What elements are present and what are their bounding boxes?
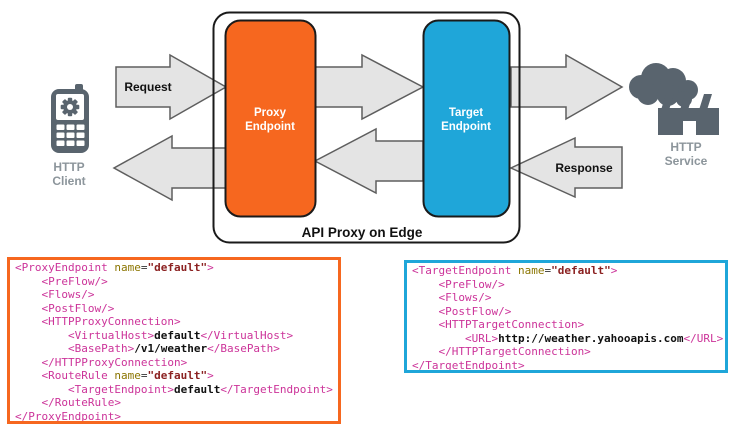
target-endpoint-box <box>422 19 511 218</box>
gear-icon <box>60 97 80 117</box>
code-line: <PreFlow/> <box>15 274 108 288</box>
code-line: <Flows/> <box>412 291 492 304</box>
code-line: <ProxyEndpoint name="default"> <box>15 261 214 274</box>
target-endpoint-xml-code: <TargetEndpoint name="default"> <PreFlow… <box>404 260 728 373</box>
smoke-cloud-icon <box>629 63 698 107</box>
code-line: <Flows/> <box>15 288 95 301</box>
code-line: <RouteRule name="default"> <box>15 369 214 382</box>
http-client-label-line2: Client <box>52 174 85 188</box>
target-to-proxy-arrow <box>313 127 424 195</box>
proxy-endpoint-xml-code: <ProxyEndpoint name="default"> <PreFlow/… <box>7 257 341 424</box>
proxy-endpoint-box <box>224 19 317 218</box>
code-line: </ProxyEndpoint> <box>15 409 121 423</box>
proxy-endpoint-label-line1: Proxy <box>254 107 287 119</box>
code-line: </HTTPTargetConnection> <box>412 345 591 358</box>
target-endpoint-label-line2: Endpoint <box>441 121 491 133</box>
code-line: <BasePath>/v1/weather</BasePath> <box>15 342 280 355</box>
code-line: <PostFlow/> <box>15 301 115 315</box>
phone-keypad <box>56 124 85 146</box>
api-proxy-container-border <box>212 11 521 244</box>
http-service-label-line1: HTTP <box>670 140 701 154</box>
flow-diagram: Proxy Endpoint Target Endpoint Request R… <box>51 11 719 244</box>
code-line: <TargetEndpoint>default</TargetEndpoint> <box>15 382 333 396</box>
request-arrow <box>115 53 228 121</box>
target-endpoint-label-line1: Target <box>449 107 483 119</box>
response-label: Response <box>555 161 613 175</box>
code-line: </RouteRule> <box>15 396 121 409</box>
code-line: <TargetEndpoint name="default"> <box>412 264 618 277</box>
code-line: <VirtualHost>default</VirtualHost> <box>15 328 294 342</box>
http-service-factory-icon <box>629 63 719 135</box>
code-line: </HTTPProxyConnection> <box>15 355 188 369</box>
factory-building <box>658 94 719 135</box>
code-line: <HTTPProxyConnection> <box>15 315 181 328</box>
http-client-label-line1: HTTP <box>53 160 84 174</box>
proxy-to-target-arrow <box>314 53 425 121</box>
code-line: <PreFlow/> <box>412 277 505 291</box>
flow-arrows <box>112 53 624 202</box>
response-to-client-arrow <box>112 134 227 202</box>
request-label: Request <box>124 80 171 94</box>
http-service-label-line2: Service <box>665 154 708 168</box>
target-to-service-arrow <box>510 53 624 121</box>
code-line: <URL>http://weather.yahooapis.com</URL> <box>412 331 724 345</box>
proxy-endpoint-label-line2: Endpoint <box>245 121 295 133</box>
code-line: </TargetEndpoint> <box>412 358 525 372</box>
api-proxy-title: API Proxy on Edge <box>302 225 423 240</box>
code-line: <HTTPTargetConnection> <box>412 318 585 331</box>
http-client-phone-icon <box>51 84 89 153</box>
response-arrow <box>509 136 623 199</box>
code-line: <PostFlow/> <box>412 304 512 318</box>
